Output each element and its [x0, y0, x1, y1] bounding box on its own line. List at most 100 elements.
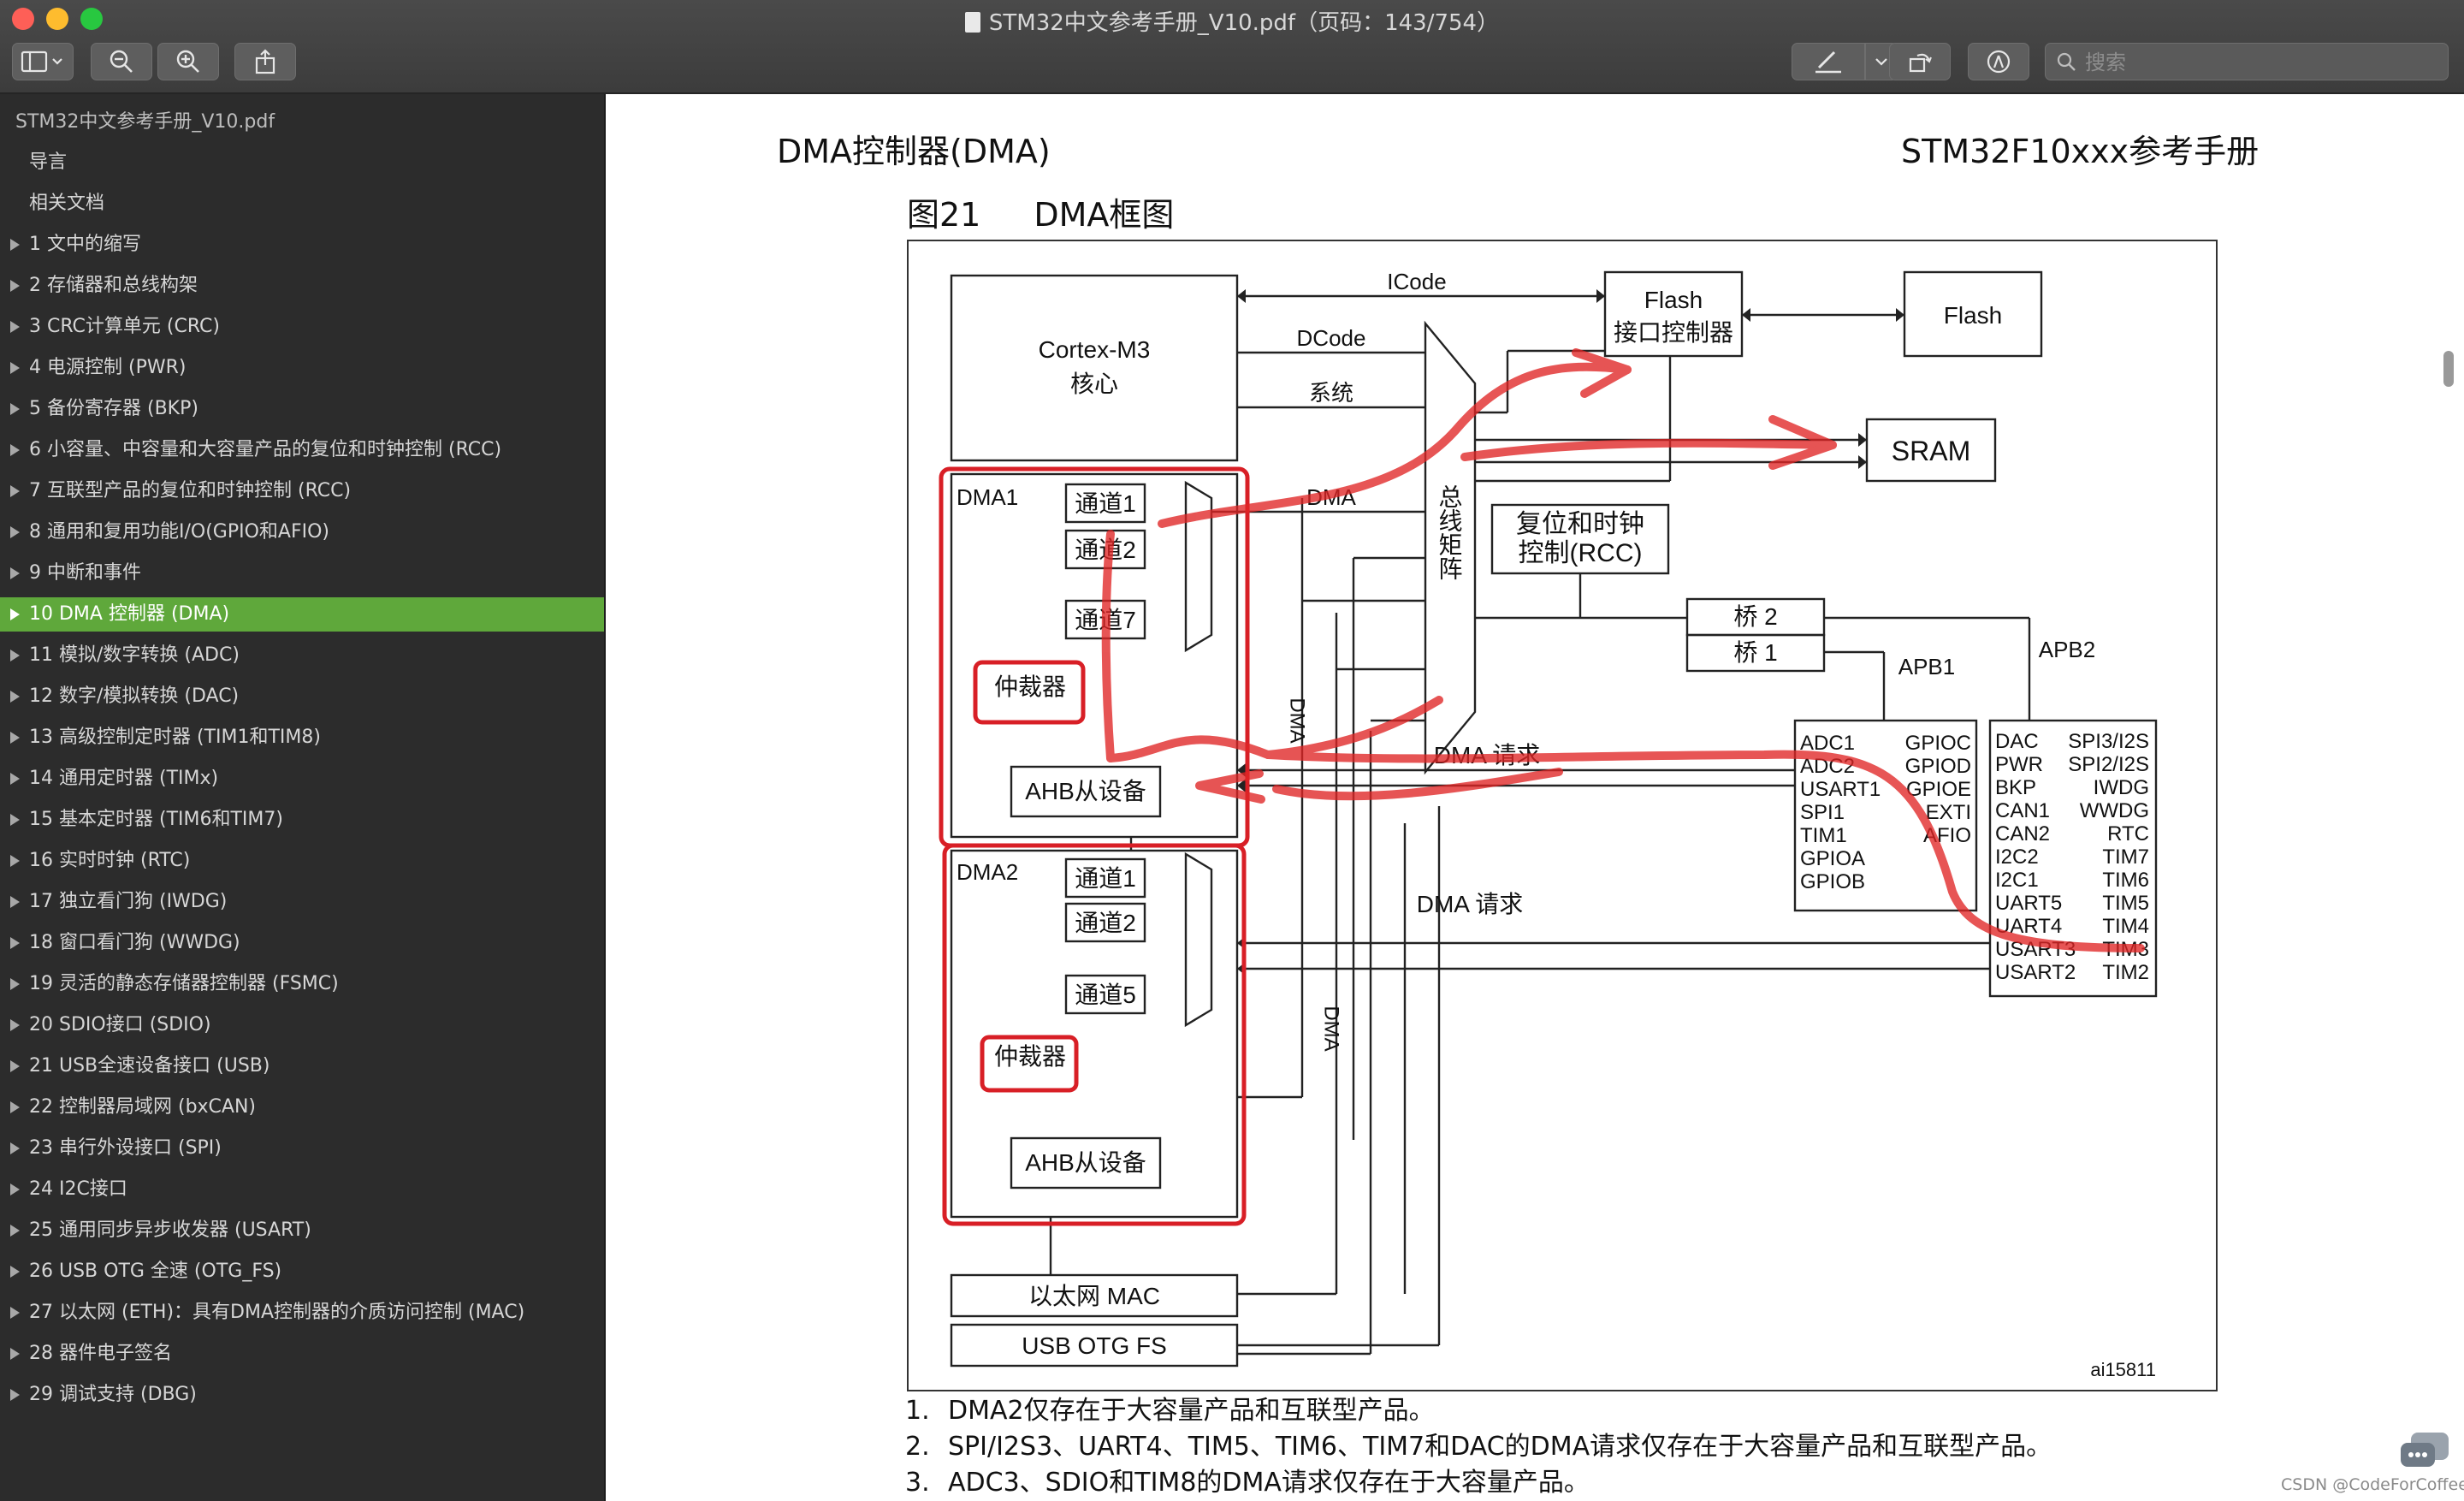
- disclosure-triangle-icon[interactable]: [10, 1266, 20, 1278]
- toc-item[interactable]: 1 文中的缩写: [0, 228, 604, 262]
- disclosure-triangle-icon[interactable]: [10, 1142, 20, 1154]
- maximize-window-button[interactable]: [80, 8, 103, 30]
- disclosure-triangle-icon[interactable]: [10, 855, 20, 867]
- toc-item[interactable]: 12 数字/模拟转换 (DAC): [0, 679, 604, 714]
- minimize-window-button[interactable]: [46, 8, 68, 30]
- disclosure-triangle-icon[interactable]: [10, 1184, 20, 1195]
- dma-vertical-label-2: DMA: [1320, 1006, 1343, 1051]
- toc-item[interactable]: 29 调试支持 (DBG): [0, 1378, 604, 1412]
- toc-item[interactable]: 10 DMA 控制器 (DMA): [0, 597, 604, 632]
- disclosure-triangle-icon[interactable]: [10, 608, 20, 620]
- zoom-in-button[interactable]: [157, 43, 219, 80]
- toc-item[interactable]: 9 中断和事件: [0, 556, 604, 590]
- toc-item[interactable]: 22 控制器局域网 (bxCAN): [0, 1090, 604, 1124]
- disclosure-triangle-icon[interactable]: [10, 321, 20, 333]
- toc-item[interactable]: 4 电源控制 (PWR): [0, 351, 604, 385]
- toc-item[interactable]: 28 器件电子签名: [0, 1337, 604, 1371]
- disclosure-triangle-icon[interactable]: [10, 1389, 20, 1401]
- toc-item[interactable]: 21 USB全速设备接口 (USB): [0, 1049, 604, 1083]
- zoom-out-button[interactable]: [91, 43, 152, 80]
- peripheral-label: GPIOA: [1800, 847, 1865, 870]
- markup-button[interactable]: [1792, 43, 1865, 80]
- peripheral-label: TIM2: [2102, 961, 2149, 984]
- disclosure-triangle-icon[interactable]: [10, 444, 20, 456]
- disclosure-triangle-icon[interactable]: [10, 1060, 20, 1072]
- toc-item[interactable]: 25 通用同步异步收发器 (USART): [0, 1213, 604, 1248]
- disclosure-triangle-icon[interactable]: [10, 1225, 20, 1237]
- toc-item[interactable]: 相关文档: [0, 187, 604, 221]
- figure-notes: 1.DMA2仅存在于大容量产品和互联型产品。 2.SPI/I2S3、UART4、…: [905, 1393, 2052, 1501]
- disclosure-triangle-icon[interactable]: [10, 691, 20, 703]
- apb2-label: APB2: [2039, 637, 2096, 662]
- toc-item[interactable]: 8 通用和复用功能I/O(GPIO和AFIO): [0, 515, 604, 549]
- disclosure-triangle-icon[interactable]: [10, 280, 20, 292]
- toc-item[interactable]: 3 CRC计算单元 (CRC): [0, 310, 604, 344]
- disclosure-triangle-icon[interactable]: [10, 403, 20, 415]
- system-bus-label: 系统: [1309, 380, 1353, 406]
- share-button[interactable]: [234, 43, 296, 80]
- toc-item[interactable]: 24 I2C接口: [0, 1172, 604, 1207]
- rotate-button[interactable]: [1889, 43, 1951, 80]
- toc-item[interactable]: 19 灵活的静态存储器控制器 (FSMC): [0, 967, 604, 1001]
- toc-item[interactable]: 2 存储器和总线构架: [0, 269, 604, 303]
- disclosure-triangle-icon[interactable]: [10, 773, 20, 785]
- search-field[interactable]: [2045, 43, 2449, 81]
- close-window-button[interactable]: [12, 8, 34, 30]
- disclosure-triangle-icon[interactable]: [10, 567, 20, 579]
- bridge2-label: 桥 2: [1733, 603, 1777, 630]
- toc-item[interactable]: 6 小容量、中容量和大容量产品的复位和时钟控制 (RCC): [0, 433, 604, 467]
- figure-caption: DMA框图: [1034, 196, 1175, 234]
- flash-label: Flash: [1944, 302, 2002, 329]
- disclosure-triangle-icon[interactable]: [10, 1019, 20, 1031]
- zoom-in-icon: [176, 50, 199, 73]
- apb1-label: APB1: [1898, 654, 1956, 679]
- disclosure-triangle-icon[interactable]: [10, 814, 20, 826]
- disclosure-triangle-icon[interactable]: [10, 362, 20, 374]
- disclosure-triangle-icon[interactable]: [10, 732, 20, 744]
- note-2-num: 2.: [905, 1432, 930, 1462]
- toc-item[interactable]: 导言: [0, 145, 604, 180]
- toc-item-label: 8 通用和复用功能I/O(GPIO和AFIO): [29, 521, 330, 543]
- toc-item[interactable]: 27 以太网 (ETH)：具有DMA控制器的介质访问控制 (MAC): [0, 1296, 604, 1330]
- share-icon: [255, 49, 275, 74]
- toc-item[interactable]: 14 通用定时器 (TIMx): [0, 762, 604, 796]
- peripheral-label: CAN1: [1995, 799, 2050, 822]
- chevron-down-icon: [1875, 58, 1887, 66]
- toc-item[interactable]: 5 备份寄存器 (BKP): [0, 392, 604, 426]
- rcc-label-2: 控制(RCC): [1519, 539, 1643, 567]
- disclosure-triangle-icon[interactable]: [10, 937, 20, 949]
- toc-item[interactable]: 15 基本定时器 (TIM6和TIM7): [0, 803, 604, 837]
- toc-item[interactable]: 23 串行外设接口 (SPI): [0, 1131, 604, 1166]
- toc-item[interactable]: 26 USB OTG 全速 (OTG_FS): [0, 1255, 604, 1289]
- disclosure-triangle-icon[interactable]: [10, 650, 20, 662]
- search-input[interactable]: [2083, 44, 2437, 81]
- dma-block-diagram: Cortex-M3 核心 ICode DCode 系统 DMA Flash 接口…: [907, 240, 2218, 1391]
- disclosure-triangle-icon[interactable]: [10, 1348, 20, 1360]
- sidebar-document-name[interactable]: STM32中文参考手册_V10.pdf: [15, 111, 275, 133]
- chat-bubble-icon[interactable]: [2399, 1431, 2452, 1474]
- toc-item[interactable]: 13 高级控制定时器 (TIM1和TIM8): [0, 721, 604, 755]
- toc-item[interactable]: 11 模拟/数字转换 (ADC): [0, 638, 604, 673]
- vertical-scrollbar-thumb[interactable]: [2443, 351, 2454, 387]
- dma2-ahb-slave: AHB从设备: [1025, 1149, 1146, 1176]
- disclosure-triangle-icon[interactable]: [10, 978, 20, 990]
- toc-item[interactable]: 18 窗口看门狗 (WWDG): [0, 926, 604, 960]
- disclosure-triangle-icon[interactable]: [10, 896, 20, 908]
- toc-item-label: 25 通用同步异步收发器 (USART): [29, 1219, 311, 1241]
- toc-item[interactable]: 17 独立看门狗 (IWDG): [0, 885, 604, 919]
- toc-item-label: 3 CRC计算单元 (CRC): [29, 316, 220, 337]
- disclosure-triangle-icon[interactable]: [10, 1307, 20, 1319]
- window-titlebar: STM32中文参考手册_V10.pdf（页码：143/754）: [0, 0, 2464, 94]
- toc-item-label: 27 以太网 (ETH)：具有DMA控制器的介质访问控制 (MAC): [29, 1302, 525, 1323]
- toc-item[interactable]: 7 互联型产品的复位和时钟控制 (RCC): [0, 474, 604, 508]
- disclosure-triangle-icon[interactable]: [10, 239, 20, 251]
- disclosure-triangle-icon[interactable]: [10, 526, 20, 538]
- toc-item[interactable]: 20 SDIO接口 (SDIO): [0, 1008, 604, 1042]
- toc-item-label: 12 数字/模拟转换 (DAC): [29, 685, 240, 707]
- toc-item[interactable]: 16 实时时钟 (RTC): [0, 844, 604, 878]
- sidebar-toggle-button[interactable]: [12, 43, 74, 80]
- annotate-button[interactable]: [1968, 43, 2029, 80]
- toc-item-label: 6 小容量、中容量和大容量产品的复位和时钟控制 (RCC): [29, 439, 502, 460]
- disclosure-triangle-icon[interactable]: [10, 485, 20, 497]
- disclosure-triangle-icon[interactable]: [10, 1101, 20, 1113]
